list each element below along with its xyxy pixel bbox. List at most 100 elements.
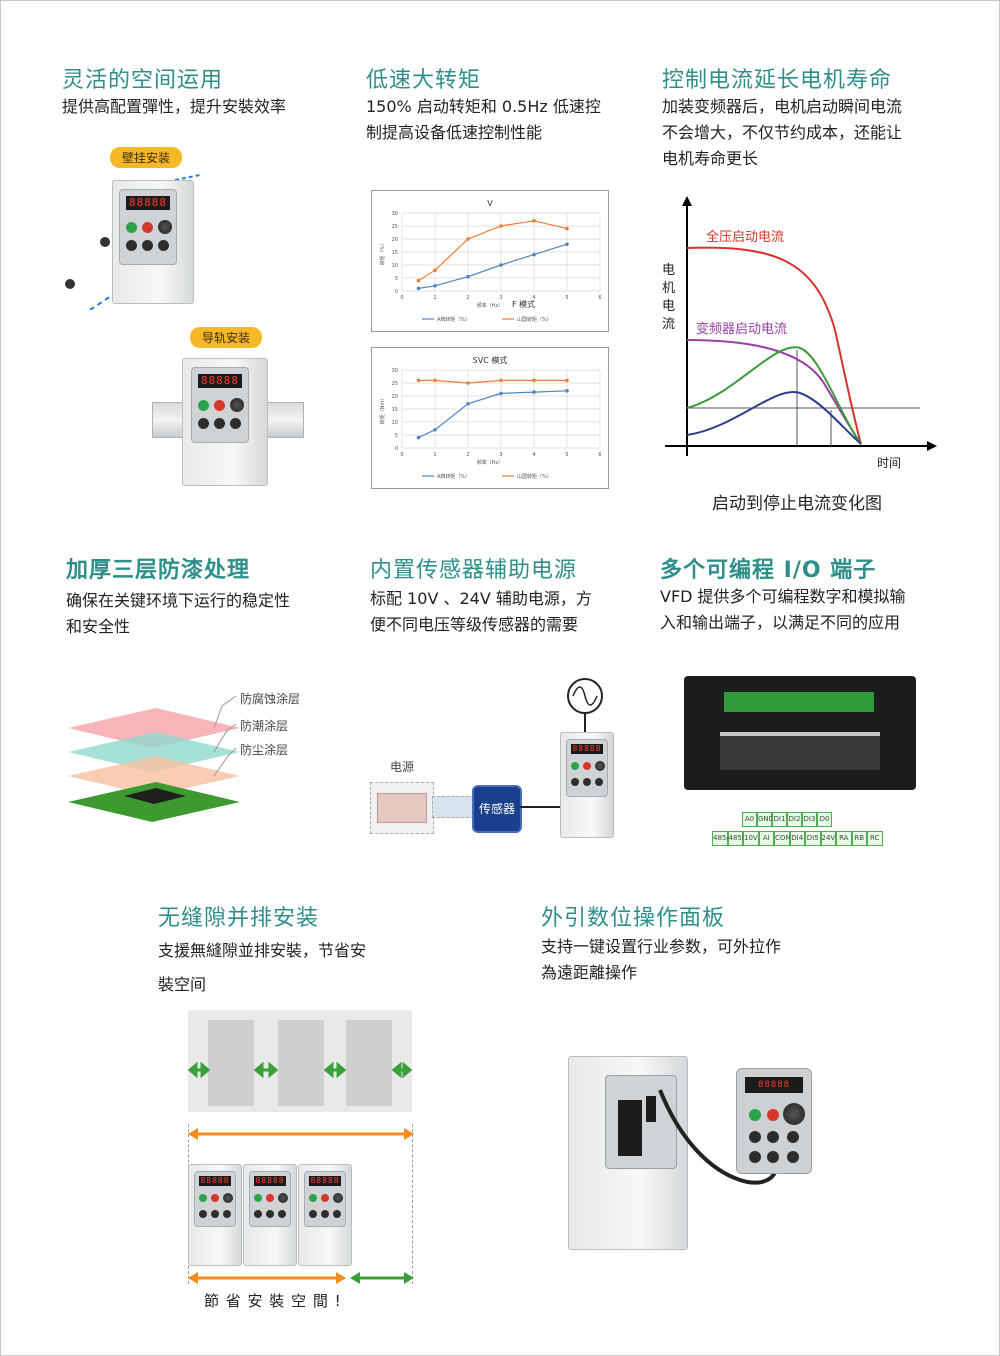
moisture-layer (68, 732, 240, 772)
y-tick-label: 10 (392, 420, 398, 426)
series-line (418, 390, 568, 439)
y-tick-label: 0 (395, 446, 398, 452)
current-chart-ylabel: 电机电流 (662, 263, 676, 332)
terminal-label: COM (774, 831, 791, 846)
data-point (565, 389, 569, 393)
key-icon (254, 1210, 262, 1218)
key-icon (333, 1210, 341, 1218)
key-icon (214, 418, 225, 429)
y-tick-label: 0 (395, 289, 398, 295)
key-icon (278, 1210, 286, 1218)
side-by-side-top-view (188, 1010, 412, 1112)
feature-desc-current-control: 加装变频器后，电机启动瞬间电流不会增大，不仅节约成本，还能让电机寿命更长 (662, 97, 903, 168)
vfd-keypad-removed (568, 1056, 688, 1250)
feature-desc-programmable-io: VFD 提供多个可编程数字和模拟输入和输出端子，以满足不同的应用 (660, 587, 906, 632)
data-point (565, 242, 569, 246)
data-point (416, 286, 421, 291)
x-tick-label: 6 (598, 452, 601, 458)
green-terminal-block (724, 692, 874, 712)
stop-button-icon (767, 1109, 779, 1121)
x-tick-label: 5 (565, 452, 568, 458)
x-axis-mode-label: F 模式 (512, 299, 535, 309)
data-point (466, 274, 470, 279)
feature-title-side-by-side: 无缝隙并排安装 (158, 906, 320, 931)
current-curve-chart (665, 196, 937, 456)
knob-icon (158, 220, 172, 234)
x-tick-label: 6 (598, 295, 601, 301)
terminal-label: DI2 (787, 812, 802, 827)
key-icon (583, 778, 591, 786)
run-button-icon (749, 1109, 761, 1121)
legend-label: 山国转矩（%） (517, 316, 552, 323)
data-point (416, 435, 421, 440)
feature-title-coating: 加厚三层防漆处理 (66, 558, 251, 583)
green-curve (686, 346, 862, 445)
data-point (565, 226, 569, 231)
x-tick-label: 3 (499, 452, 502, 458)
knob-icon (230, 398, 244, 412)
x-tick-label: 2 (466, 295, 469, 301)
data-point (532, 252, 536, 257)
vfd-side-by-side: 88888 (243, 1164, 297, 1266)
series-line (418, 220, 568, 282)
terminal-label: A0 (742, 812, 757, 827)
x-tick-label: 1 (433, 452, 436, 458)
terminal-label: DI5 (805, 831, 821, 846)
keypad-panel: 88888 (249, 1171, 291, 1227)
feature-title-flexible-space: 灵活的空间运用 (62, 68, 224, 93)
key-icon (787, 1151, 799, 1163)
keypad-panel: 88888 (194, 1171, 236, 1227)
data-point (565, 378, 569, 383)
keypad-panel: 88888 (191, 367, 249, 443)
key-icon (595, 778, 603, 786)
data-point (433, 284, 437, 288)
data-point (532, 390, 536, 394)
key-icon (211, 1210, 219, 1218)
feature-title-low-speed-torque: 低速大转矩 (366, 68, 482, 93)
current-chart-caption: 启动到停止电流变化图 (712, 494, 882, 514)
x-tick-label: 2 (466, 452, 469, 458)
coating-layers-illustration (68, 695, 240, 822)
key-icon (230, 418, 241, 429)
chart-title: V (487, 199, 493, 208)
sensor-wire (520, 806, 560, 808)
saved-space-caption: 節 省 安 裝 空 間 ! (204, 1292, 342, 1310)
data-point (433, 268, 437, 272)
key-icon (571, 778, 579, 786)
feature-title-remote-keypad: 外引数位操作面板 (541, 906, 726, 931)
x-tick-label: 1 (433, 295, 436, 301)
coating-label-dust: 防尘涂层 (240, 743, 289, 757)
x-tick-label: 0 (400, 452, 403, 458)
feature-desc-low-speed-torque: 150% 启动转矩和 0.5Hz 低速控制提高设备低速控制性能 (366, 97, 601, 142)
key-icon (266, 1210, 274, 1218)
key-icon (767, 1131, 779, 1143)
key-icon (321, 1210, 329, 1218)
data-point (416, 378, 421, 383)
legend-label: 山国转矩（%） (517, 473, 552, 480)
run-button-icon (198, 400, 209, 411)
y-axis-arrow-icon (682, 196, 692, 206)
power-terminal-block (720, 732, 880, 770)
terminal-label: DI1 (772, 812, 787, 827)
battery-icon (377, 793, 427, 823)
coating-label-anticorrosion: 防腐蚀涂层 (240, 692, 301, 706)
stop-button-icon (142, 222, 153, 233)
key-icon (158, 240, 169, 251)
led-display: 88888 (198, 374, 242, 388)
chip-icon (124, 788, 186, 804)
data-point (532, 219, 536, 223)
empty-keypad-slot (605, 1075, 677, 1169)
data-point (433, 428, 437, 432)
y-tick-label: 15 (392, 407, 398, 413)
feature-desc-coating: 确保在关键环境下运行的稳定性和安全性 (66, 591, 291, 636)
feature-desc-aux-power: 标配 10V 、24V 辅助电源，方便不同电压等级传感器的需要 (370, 589, 592, 634)
y-axis-label: 转矩（%） (379, 241, 386, 266)
full-voltage-label: 全压启动电流 (706, 230, 785, 245)
y-axis-label: 转矩（Nm） (379, 396, 386, 425)
x-tick-label: 4 (532, 452, 535, 458)
y-tick-label: 5 (395, 433, 398, 439)
feature-desc-side-by-side: 支援無縫隙並排安裝，节省安裝空间 (158, 941, 367, 994)
data-point (466, 237, 470, 241)
data-point (416, 278, 421, 283)
